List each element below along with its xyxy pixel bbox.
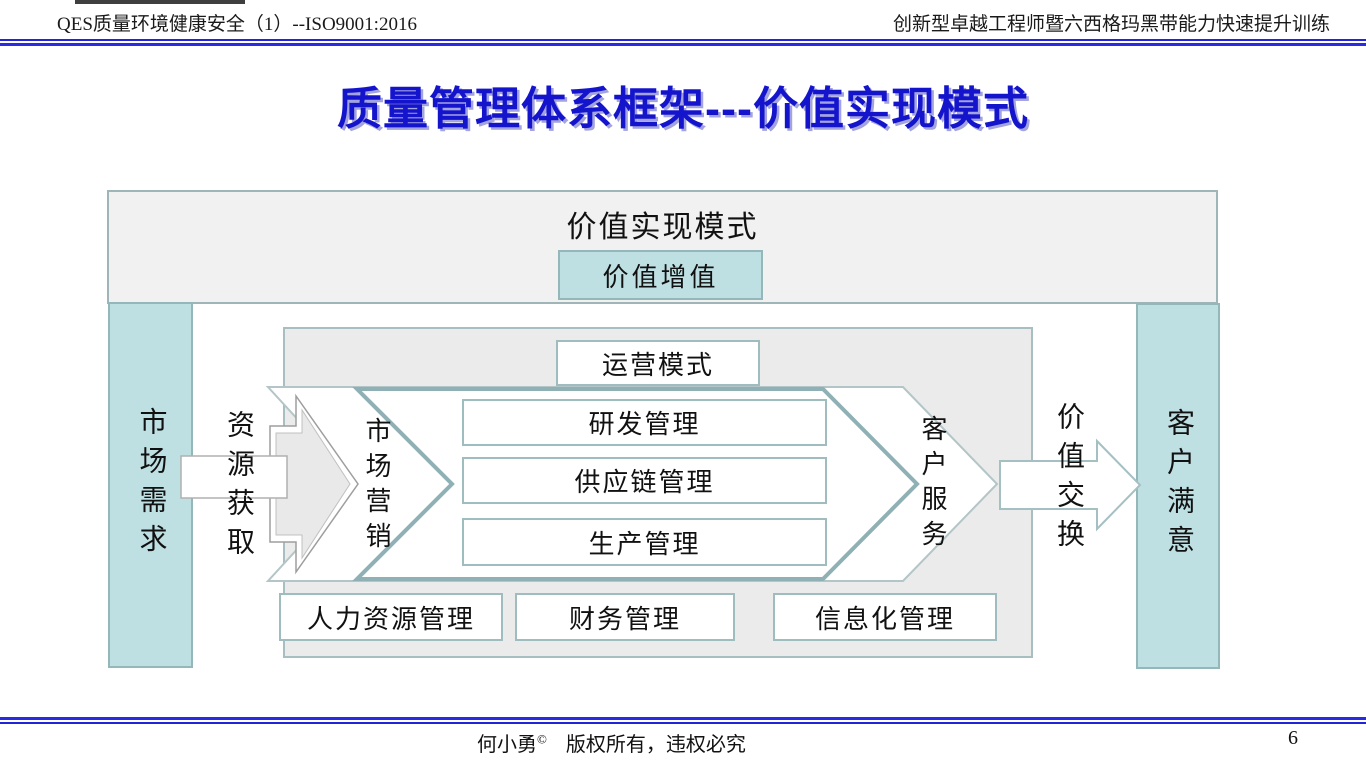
footer-copyright-text: 版权所有，违权必究	[565, 734, 746, 756]
market-demand-box: 市场需求	[108, 302, 193, 668]
market-demand-label: 市场需求	[135, 407, 167, 563]
process-box-production: 生产管理	[462, 518, 827, 566]
operation-model-box: 运营模式	[556, 340, 760, 386]
value-realization-label: 价值实现模式	[566, 211, 759, 244]
customer-service-label: 客户服务	[918, 415, 947, 555]
header-right: 创新型卓越工程师暨六西格玛黑带能力快速提升训练	[892, 14, 1330, 35]
support-box-finance: 财务管理	[515, 593, 735, 641]
value-exchange-label: 价值交换	[1053, 401, 1084, 558]
page-number: 6	[1288, 727, 1298, 749]
support-box-hr: 人力资源管理	[279, 593, 503, 641]
process-box-supply: 供应链管理	[462, 457, 827, 504]
header-rule	[0, 39, 1366, 46]
customer-satisfaction-box: 客户满意	[1136, 303, 1220, 669]
footer-rule	[0, 717, 1366, 724]
page-title: 质量管理体系框架---价值实现模式	[337, 83, 1029, 134]
top-left-bar	[75, 0, 245, 4]
customer-satisfaction-label: 客户满意	[1163, 408, 1194, 564]
resource-label: 资源获取	[223, 409, 254, 566]
support-box-it: 信息化管理	[773, 593, 997, 641]
value-add-box: 价值增值	[558, 250, 763, 300]
footer-copyright: 何小勇© 版权所有，违权必究	[477, 728, 746, 757]
process-box-rd: 研发管理	[462, 399, 827, 446]
copyright-icon: ©	[537, 731, 547, 747]
header-left: QES质量环境健康安全（1）--ISO9001:2016	[57, 14, 417, 35]
footer-author: 何小勇	[477, 734, 537, 756]
marketing-label: 市场营销	[362, 417, 391, 557]
